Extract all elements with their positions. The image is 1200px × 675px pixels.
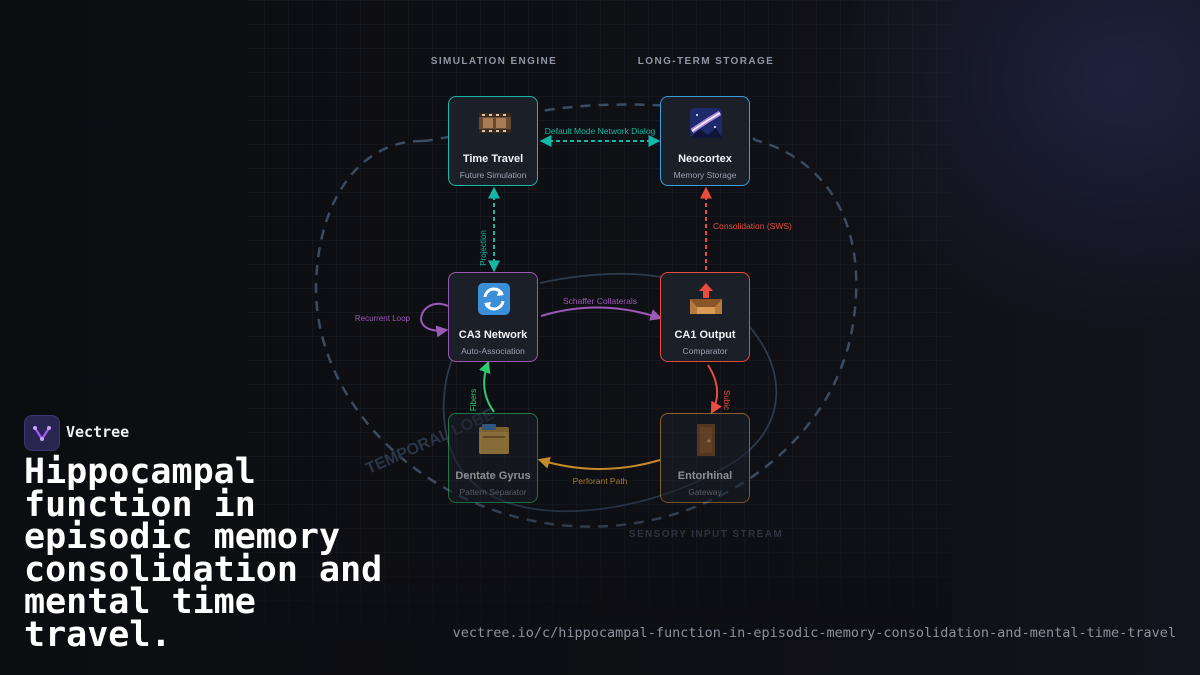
simulation-engine-label: SIMULATION ENGINE <box>431 56 557 67</box>
node-ca1-output-subtitle: Comparator <box>682 346 728 356</box>
long-term-storage-label: LONG-TERM STORAGE <box>638 56 774 67</box>
outer-loop-path <box>314 103 858 528</box>
node-time-travel-title: Time Travel <box>462 153 524 165</box>
page-url[interactable]: vectree.io/c/hippocampal-function-in-epi… <box>452 625 1176 641</box>
node-ca1-output-title: CA1 Output <box>674 329 736 341</box>
film-strip-icon <box>479 113 511 133</box>
subiculum-edge <box>707 364 722 415</box>
brand-name: Vectree <box>66 423 130 441</box>
node-ca3-network[interactable]: CA3 Network Auto-Association <box>448 272 538 362</box>
consolidation-label: Consolidation (SWS) <box>713 221 792 231</box>
node-entorhinal-subtitle: Gateway <box>688 487 722 497</box>
mossy-fibers-label: Fibers <box>469 389 478 411</box>
galaxy-icon <box>690 108 722 138</box>
page-title: Hippocampal function in episodic memory … <box>24 452 383 655</box>
node-dentate-gyrus-title: Dentate Gyrus <box>455 470 531 482</box>
subiculum-label: Subic <box>722 390 731 410</box>
recurrent-loop-edge <box>420 302 449 338</box>
node-time-travel-subtitle: Future Simulation <box>459 170 527 180</box>
node-time-travel[interactable]: Time Travel Future Simulation <box>448 96 538 186</box>
perforant-path-label: Perforant Path <box>573 476 628 486</box>
recurrent-loop-label: Recurrent Loop <box>355 314 411 323</box>
perforant-path-edge <box>537 457 661 470</box>
projection-label: Projection <box>479 230 488 266</box>
node-neocortex[interactable]: Neocortex Memory Storage <box>660 96 750 186</box>
node-ca3-network-title: CA3 Network <box>458 329 528 341</box>
node-dentate-gyrus-subtitle: Pattern Separator <box>459 487 527 497</box>
node-entorhinal[interactable]: Entorhinal Gateway <box>660 413 750 503</box>
card-index-icon <box>479 424 509 454</box>
outbox-tray-icon <box>690 283 722 314</box>
dmn-dialog-label: Default Mode Network Dialog <box>545 126 656 136</box>
mossy-fibers-edge <box>479 360 495 413</box>
node-ca1-output[interactable]: CA1 Output Comparator <box>660 272 750 362</box>
node-ca3-network-subtitle: Auto-Association <box>461 346 525 356</box>
vectree-logo-icon <box>24 415 60 451</box>
sensory-input-stream-label: SENSORY INPUT STREAM <box>629 529 783 540</box>
schaffer-collaterals-label: Schaffer Collaterals <box>563 296 637 306</box>
door-icon <box>697 424 715 456</box>
node-neocortex-subtitle: Memory Storage <box>673 170 737 180</box>
node-entorhinal-title: Entorhinal <box>677 470 733 482</box>
schaffer-collaterals-edge <box>540 306 663 321</box>
node-neocortex-title: Neocortex <box>678 153 732 165</box>
refresh-arrows-icon <box>478 283 510 315</box>
node-dentate-gyrus[interactable]: Dentate Gyrus Pattern Separator <box>448 413 538 503</box>
